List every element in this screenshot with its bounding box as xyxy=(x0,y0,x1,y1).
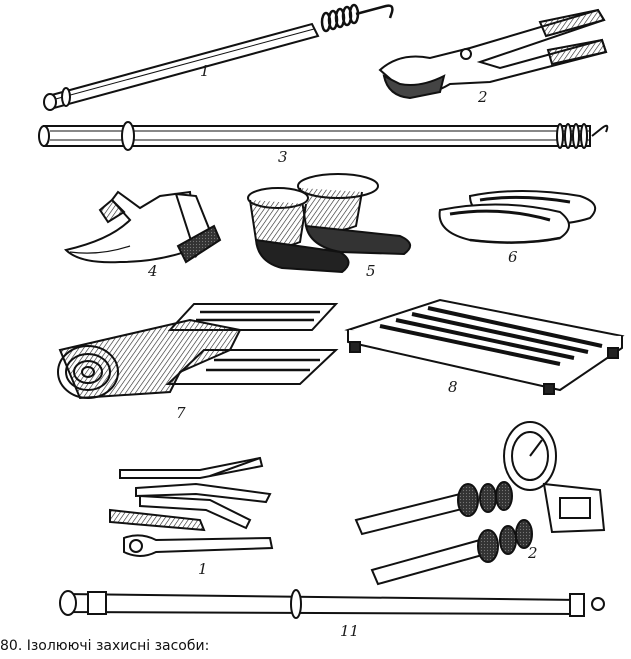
label-hand-tools: 1 xyxy=(198,560,208,578)
label-boots: 5 xyxy=(366,262,376,280)
insulating-rod-with-hook xyxy=(43,3,394,111)
dielectric-gloves xyxy=(64,190,222,264)
label-rod-long: 3 xyxy=(278,148,288,166)
insulated-hand-tools xyxy=(109,456,274,557)
label-pliers: 2 xyxy=(478,88,488,106)
dielectric-galoshes xyxy=(438,190,597,244)
label-long-rod-bottom: 11 xyxy=(340,622,360,640)
label-galoshes: 6 xyxy=(508,248,518,266)
insulating-grating-stand xyxy=(344,298,625,395)
dielectric-boots xyxy=(247,173,411,274)
label-voltage-indicator: 2 xyxy=(528,544,538,562)
long-operating-rod xyxy=(59,589,605,619)
dielectric-mats xyxy=(57,303,339,400)
label-grating-stand: 8 xyxy=(448,378,458,396)
long-insulating-rod xyxy=(38,121,609,151)
figure-caption: 80. Ізолюючі захисні засоби: xyxy=(0,638,210,654)
coil-spring xyxy=(320,3,360,33)
rod-grip-rings xyxy=(556,123,588,149)
insulating-pliers xyxy=(378,8,608,100)
label-mats: 7 xyxy=(176,404,186,422)
indicator-grip-rings xyxy=(457,481,533,563)
label-rod-hook: 1 xyxy=(200,62,210,80)
label-gloves: 4 xyxy=(148,262,158,280)
voltage-indicator xyxy=(354,421,606,586)
